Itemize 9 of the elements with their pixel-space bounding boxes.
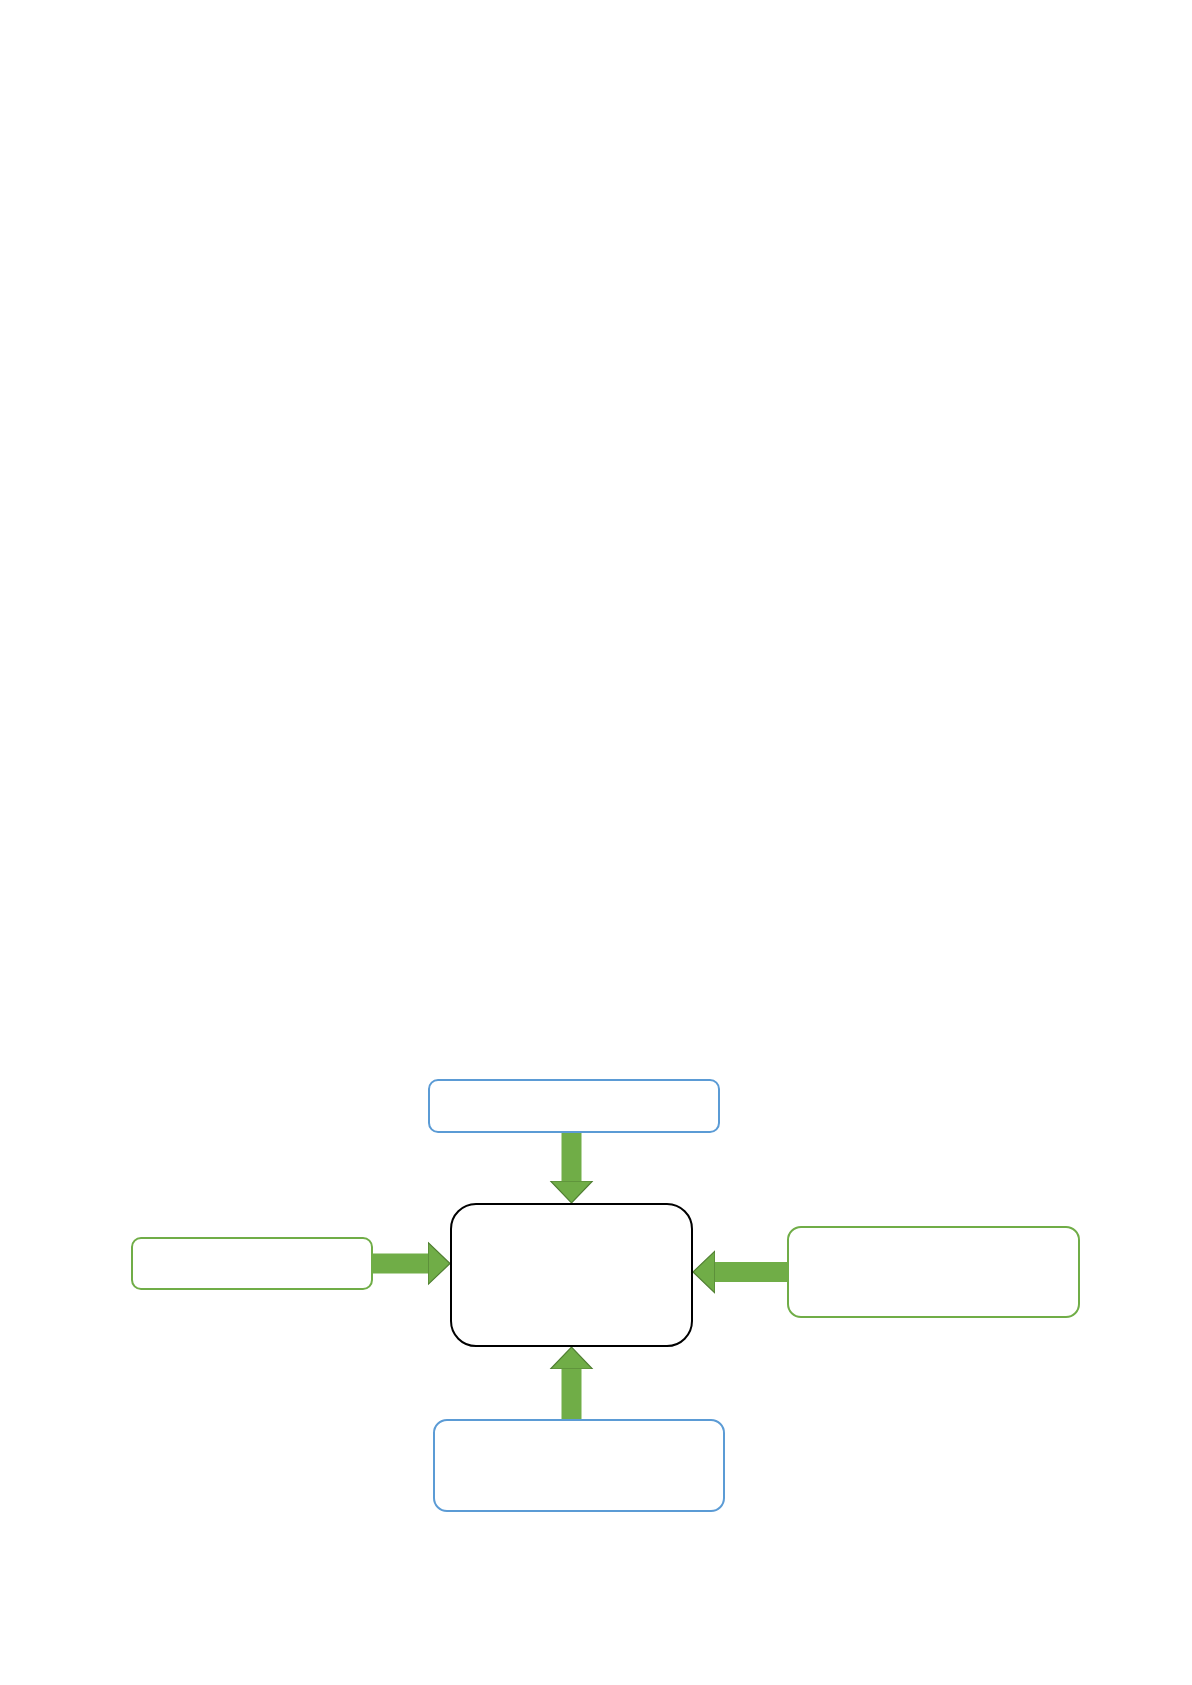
- empty-box: [450, 1203, 693, 1347]
- block-arrow: [692, 1250, 787, 1294]
- block-arrow: [549, 1346, 594, 1419]
- block-arrow: [549, 1133, 594, 1204]
- empty-box: [787, 1226, 1080, 1318]
- block-arrow: [373, 1241, 451, 1286]
- empty-box: [433, 1419, 725, 1512]
- empty-box: [131, 1237, 373, 1290]
- empty-box: [428, 1079, 720, 1133]
